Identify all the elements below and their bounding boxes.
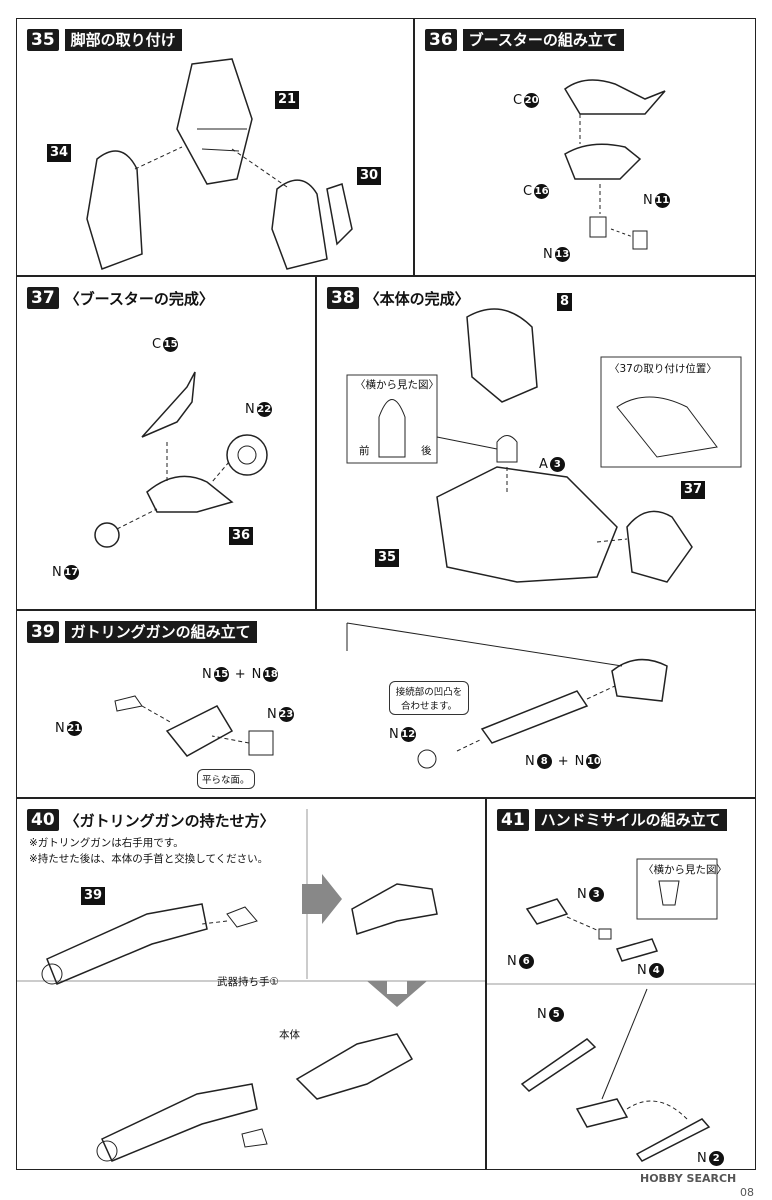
position-note: 〈37の取り付け位置〉 bbox=[609, 363, 717, 375]
part-39: 39 bbox=[81, 887, 106, 905]
part-n4: 4 bbox=[648, 963, 664, 978]
part-35: 35 bbox=[375, 549, 400, 567]
leg-diagram bbox=[86, 58, 353, 270]
part-c20: 20 bbox=[524, 93, 540, 108]
part-37: 37 bbox=[681, 481, 706, 499]
part-c16: 16 bbox=[534, 184, 550, 199]
part-letter: N bbox=[55, 721, 65, 736]
part-letter: N bbox=[637, 963, 647, 978]
part-36: 36 bbox=[229, 527, 254, 545]
step-40-panel: 40 〈ガトリングガンの持たせ方〉 ※ガトリングガンは右手用です。 ※持たせた後は… bbox=[16, 798, 486, 1170]
part-n17: 17 bbox=[63, 565, 79, 580]
part-letter: N bbox=[525, 754, 535, 769]
part-letter: C bbox=[513, 93, 523, 108]
step-number: 39 bbox=[27, 621, 59, 643]
part-letter: N bbox=[577, 887, 587, 902]
part-letter: N bbox=[202, 667, 212, 682]
part-letter: C bbox=[523, 184, 533, 199]
side-view-label: 〈横から見た図〉 bbox=[355, 379, 439, 391]
part-letter: C bbox=[152, 337, 162, 352]
part-n13: 13 bbox=[554, 247, 570, 262]
side-view-label: 〈横から見た図〉 bbox=[643, 864, 727, 876]
part-letter: N bbox=[697, 1151, 707, 1166]
hand-missile-diagram bbox=[487, 858, 755, 1162]
part-letter: N bbox=[267, 707, 277, 722]
plus-sign: + bbox=[234, 667, 246, 682]
step-number: 35 bbox=[27, 29, 59, 51]
part-n21: 21 bbox=[66, 721, 82, 736]
part-21: 21 bbox=[275, 91, 300, 109]
part-n18: 18 bbox=[263, 667, 279, 682]
booster-assembly-diagram bbox=[564, 79, 666, 250]
part-n8: 8 bbox=[536, 754, 552, 769]
step-number: 37 bbox=[27, 287, 59, 309]
part-letter: N bbox=[251, 667, 262, 682]
part-n22: 22 bbox=[256, 402, 272, 417]
note-swap-wrist: ※持たせた後は、本体の手首と交換してください。 bbox=[29, 853, 269, 865]
part-letter: A bbox=[539, 457, 548, 472]
gatling-holding-diagram bbox=[17, 809, 485, 1162]
flat-face-note: 平らな面。 bbox=[197, 769, 255, 789]
part-letter: N bbox=[245, 402, 255, 417]
step-title: 脚部の取り付け bbox=[64, 29, 182, 51]
step-title: 〈ガトリングガンの持たせ方〉 bbox=[64, 811, 275, 830]
step-number: 38 bbox=[327, 287, 359, 309]
step-number: 36 bbox=[425, 29, 457, 51]
step-title: ブースターの組み立て bbox=[462, 29, 624, 51]
step-number: 41 bbox=[497, 809, 529, 831]
part-letter: N bbox=[507, 954, 517, 969]
part-n12: 12 bbox=[400, 727, 416, 742]
note-right-hand: ※ガトリングガンは右手用です。 bbox=[29, 837, 184, 849]
part-letter: N bbox=[52, 565, 62, 580]
part-n5: 5 bbox=[548, 1007, 564, 1022]
part-c15: 15 bbox=[163, 337, 179, 352]
part-letter: N bbox=[537, 1007, 547, 1022]
body-label: 本体 bbox=[279, 1029, 300, 1041]
joint-note: 接続部の凹凸を合わせます。 bbox=[389, 681, 469, 715]
part-n2: 2 bbox=[708, 1151, 724, 1166]
part-n23: 23 bbox=[278, 707, 294, 722]
part-8: 8 bbox=[557, 293, 573, 311]
step-title: ハンドミサイルの組み立て bbox=[534, 809, 727, 831]
booster-complete-diagram bbox=[94, 371, 268, 548]
part-n3: 3 bbox=[588, 887, 604, 902]
part-letter: N bbox=[574, 754, 585, 769]
step-title: 〈本体の完成〉 bbox=[364, 289, 470, 308]
part-a3: 3 bbox=[549, 457, 565, 472]
part-34: 34 bbox=[47, 144, 72, 162]
part-letter: N bbox=[643, 193, 653, 208]
page-number: 08 bbox=[740, 1186, 754, 1199]
body-complete-diagram bbox=[346, 308, 742, 583]
part-n10: 10 bbox=[586, 754, 602, 769]
step-title: 〈ブースターの完成〉 bbox=[64, 289, 214, 308]
part-letter: N bbox=[543, 247, 553, 262]
back-label: 後 bbox=[421, 445, 432, 457]
part-n11: 11 bbox=[654, 193, 670, 208]
watermark: HOBBY SEARCH bbox=[640, 1172, 737, 1185]
front-label: 前 bbox=[359, 445, 370, 457]
part-n6: 6 bbox=[518, 954, 534, 969]
gatling-assembly-diagram bbox=[114, 622, 668, 769]
plus-sign: + bbox=[557, 754, 569, 769]
part-n15: 15 bbox=[213, 667, 229, 682]
part-letter: N bbox=[389, 727, 399, 742]
part-30: 30 bbox=[357, 167, 382, 185]
weapon-hand-label: 武器持ち手① bbox=[217, 976, 279, 988]
step-number: 40 bbox=[27, 809, 59, 831]
step-title: ガトリングガンの組み立て bbox=[64, 621, 257, 643]
